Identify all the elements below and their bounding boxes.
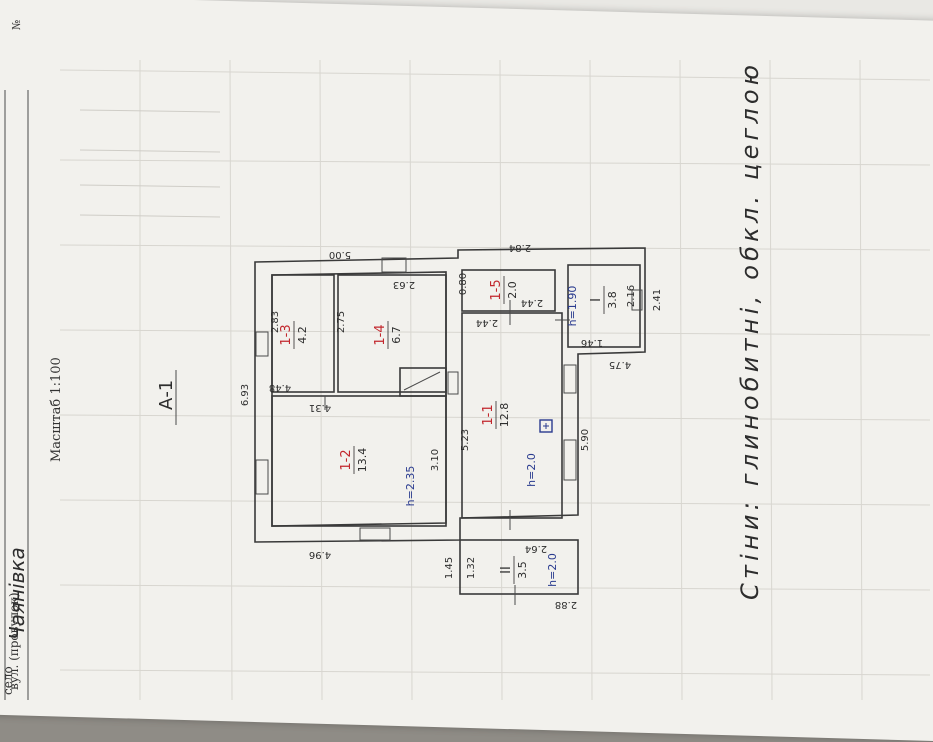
dimension-left-side: 6.93 bbox=[240, 384, 251, 406]
room-1-5-outline bbox=[461, 269, 556, 312]
number-label: № bbox=[10, 20, 23, 30]
room-area: 13.4 bbox=[356, 448, 369, 473]
dimension-inner-a: 4.31 bbox=[309, 402, 331, 413]
room-1-3-outline bbox=[271, 274, 335, 393]
dimension-porch-a: 1.45 bbox=[444, 557, 455, 579]
room-1-2-outline bbox=[271, 395, 447, 527]
background-grid bbox=[59, 59, 931, 700]
room-id: I bbox=[589, 298, 604, 302]
room-I-outline bbox=[567, 264, 641, 348]
dimension-porch-d: 2.88 bbox=[555, 599, 577, 610]
window-left-2 bbox=[255, 459, 269, 495]
room-id: II bbox=[499, 566, 514, 574]
window-right-2 bbox=[563, 439, 577, 481]
doors bbox=[324, 300, 570, 605]
village-label: село bbox=[1, 666, 15, 695]
room-area: 12.8 bbox=[498, 403, 511, 428]
room-height: h=2.0 bbox=[546, 553, 559, 587]
inner-wall-left bbox=[271, 271, 447, 527]
stove-flue bbox=[447, 371, 459, 395]
dimension-inner-j: 2.44 bbox=[521, 297, 543, 308]
stove bbox=[399, 367, 447, 397]
plan-title: А-1 bbox=[156, 380, 177, 410]
dimension-inner-i: 0.80 bbox=[458, 273, 469, 295]
window-right-1 bbox=[563, 364, 577, 394]
village-name: Чаянівка bbox=[5, 547, 29, 640]
dimension-inner-k: 2.16 bbox=[626, 285, 637, 307]
street-label: вул. (провулок) bbox=[7, 593, 21, 691]
stove-diagonal bbox=[403, 371, 441, 391]
dimension-right-outer: 2.41 bbox=[652, 289, 663, 311]
dimension-inner-g: 5.23 bbox=[460, 429, 471, 451]
room-area: 2.0 bbox=[506, 281, 519, 299]
dimension-inner-b: 4.48 bbox=[269, 382, 291, 393]
room-area: 4.2 bbox=[296, 326, 309, 344]
dimension-porch-b: 1.32 bbox=[466, 557, 477, 579]
walls-note: Стіни: глинобитні, обкл. цеглою bbox=[736, 65, 764, 600]
dimension-inner-h: 2.44 bbox=[476, 317, 498, 328]
room-id: 1-5 bbox=[489, 279, 504, 300]
outer-wall bbox=[254, 247, 646, 543]
room-id: 1-1 bbox=[481, 404, 496, 425]
dimension-top-right: 2.84 bbox=[509, 242, 531, 253]
dimension-porch-c: 2.64 bbox=[525, 543, 547, 554]
window-left-1 bbox=[255, 331, 269, 357]
windows bbox=[255, 257, 643, 541]
window-room-I bbox=[631, 289, 643, 311]
dimension-inner-f: 3.10 bbox=[430, 449, 441, 471]
room-area: 3.5 bbox=[516, 561, 529, 579]
dimension-bottom-mid: 5.90 bbox=[580, 429, 591, 451]
window-bottom bbox=[359, 527, 391, 541]
floor-plan-drawing: вул. (провулок) село Чаянівка № Масштаб … bbox=[1, 20, 931, 700]
room-id: 1-3 bbox=[279, 324, 294, 345]
room-area: 3.8 bbox=[606, 291, 619, 309]
dimension-inner-c: 2.83 bbox=[270, 311, 281, 333]
room-height: h=1.90 bbox=[566, 286, 579, 327]
room-id: 1-4 bbox=[373, 324, 388, 345]
form-lines bbox=[79, 109, 221, 218]
dimension-bottom-main: 4.96 bbox=[309, 549, 331, 560]
dimension-top-left: 5.00 bbox=[329, 249, 351, 260]
dimension-right-small: 4.75 bbox=[609, 359, 631, 370]
scale-label: Масштаб 1:100 bbox=[49, 357, 64, 462]
electric-panel-symbol bbox=[539, 419, 553, 433]
dimension-inner-e: 2.63 bbox=[393, 279, 415, 290]
window-top bbox=[381, 257, 407, 273]
dimension-labels: 5.00 2.84 6.93 4.96 5.90 2.41 4.75 4.31 4.48 2.83… bbox=[240, 242, 663, 610]
room-1-1-outline bbox=[461, 312, 563, 519]
dimension-inner-l: 1.46 bbox=[581, 337, 603, 348]
header-form: вул. (провулок) село Чаянівка № bbox=[1, 20, 29, 700]
room-area: 6.7 bbox=[390, 326, 403, 344]
room-partitions bbox=[271, 264, 641, 595]
room-height: h=2.35 bbox=[404, 466, 417, 507]
room-height: h=2.0 bbox=[525, 453, 538, 487]
room-1-4-outline bbox=[337, 274, 447, 393]
dimension-inner-d: 2.75 bbox=[336, 311, 347, 333]
room-id: 1-2 bbox=[339, 449, 354, 470]
building-outline bbox=[254, 247, 646, 543]
porch-II-outline bbox=[459, 539, 579, 595]
